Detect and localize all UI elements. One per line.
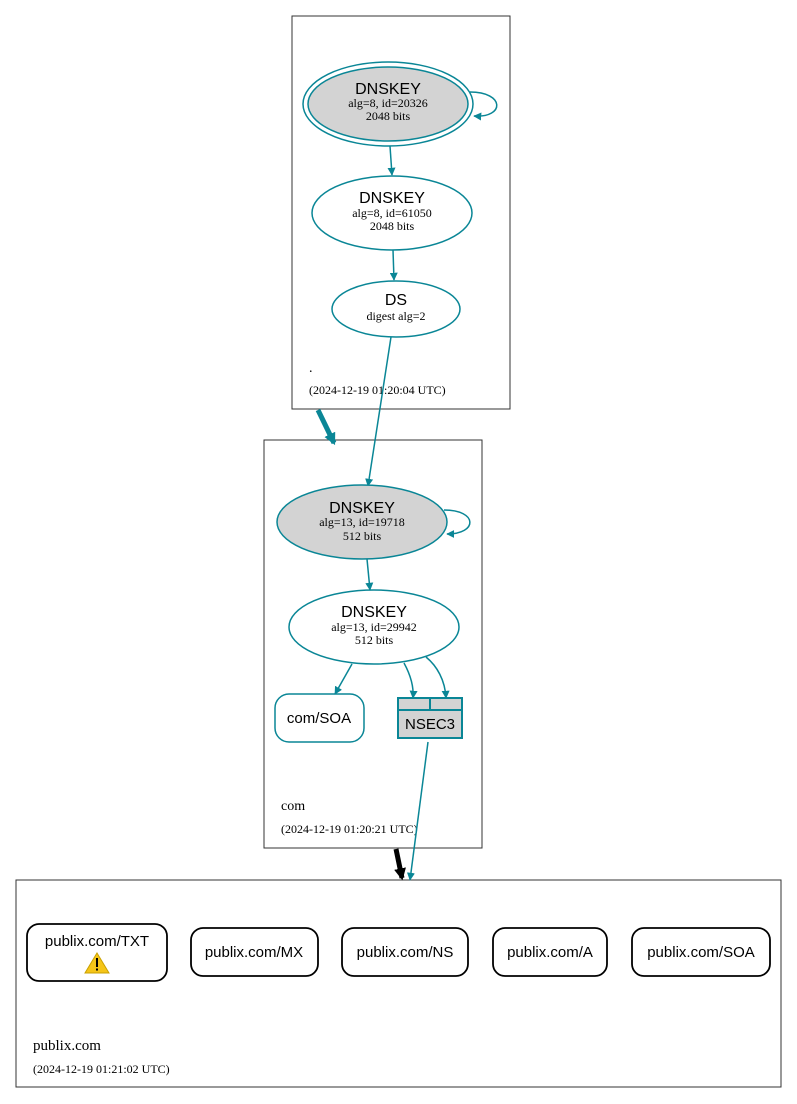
zone-publix-name: publix.com xyxy=(33,1038,101,1054)
root-ds-line1: digest alg=2 xyxy=(366,309,425,323)
com-soa-node[interactable]: com/SOA xyxy=(274,693,365,743)
delegation-root-to-com xyxy=(315,408,337,446)
com-nsec3-label: NSEC3 xyxy=(405,716,455,733)
rrset-a-label: publix.com/A xyxy=(507,944,593,961)
edge-root-ds-to-com-ksk xyxy=(365,336,392,487)
com-zsk-node[interactable]: DNSKEY alg=13, id=29942 512 bits xyxy=(288,589,460,665)
root-ds-node[interactable]: DS digest alg=2 xyxy=(331,280,461,338)
root-ds-title: DS xyxy=(385,292,407,309)
rrset-soa-label: publix.com/SOA xyxy=(647,944,755,961)
root-ksk-node[interactable]: DNSKEY alg=8, id=20326 2048 bits xyxy=(302,61,474,147)
com-nsec3-node[interactable]: NSEC3 xyxy=(397,697,463,739)
zone-com-timestamp: (2024-12-19 01:20:21 UTC) xyxy=(281,822,418,836)
zone-root-box xyxy=(291,15,511,410)
com-ksk-line1: alg=13, id=19718 xyxy=(319,515,405,529)
root-ksk-line2: 2048 bits xyxy=(366,109,411,123)
root-zsk-line2: 2048 bits xyxy=(370,219,415,233)
root-zsk-line1: alg=8, id=61050 xyxy=(352,206,432,220)
edge-nsec3-to-publix xyxy=(406,741,429,881)
root-ksk-line1: alg=8, id=20326 xyxy=(348,96,428,110)
rrset-a-node[interactable]: publix.com/A xyxy=(492,927,608,977)
delegation-com-to-publix xyxy=(393,848,406,881)
rrset-txt-label: publix.com/TXT xyxy=(45,933,149,950)
edge-com-zsk-to-nsec3-b xyxy=(425,656,450,699)
com-ksk-line2: 512 bits xyxy=(343,529,382,543)
rrset-mx-label: publix.com/MX xyxy=(205,944,303,961)
edge-com-zsk-to-soa xyxy=(334,663,353,695)
com-soa-label: com/SOA xyxy=(287,710,351,727)
zone-root-name: . xyxy=(309,361,313,376)
com-zsk-title: DNSKEY xyxy=(341,604,407,621)
rrset-soa-node[interactable]: publix.com/SOA xyxy=(631,927,771,977)
com-zsk-line2: 512 bits xyxy=(355,633,394,647)
zone-root-timestamp: (2024-12-19 01:20:04 UTC) xyxy=(309,383,446,397)
root-zsk-title: DNSKEY xyxy=(359,190,425,207)
root-ksk-selfsign-edge xyxy=(469,91,498,121)
edge-com-ksk-to-zsk xyxy=(365,558,374,591)
root-ksk-title: DNSKEY xyxy=(355,81,421,98)
zone-com-box xyxy=(263,439,483,849)
zone-com-name: com xyxy=(281,799,305,814)
edge-com-zsk-to-nsec3-a xyxy=(403,662,418,699)
zone-publix-box xyxy=(15,879,782,1088)
com-ksk-title: DNSKEY xyxy=(329,500,395,517)
com-ksk-node[interactable]: DNSKEY alg=13, id=19718 512 bits xyxy=(276,484,448,560)
warning-triangle-icon xyxy=(84,952,110,974)
rrset-txt-node[interactable]: publix.com/TXT xyxy=(26,923,168,982)
rrset-ns-node[interactable]: publix.com/NS xyxy=(341,927,469,977)
zone-publix-timestamp: (2024-12-19 01:21:02 UTC) xyxy=(33,1062,170,1076)
edge-root-ksk-to-zsk xyxy=(387,145,396,176)
rrset-ns-label: publix.com/NS xyxy=(357,944,454,961)
root-zsk-node[interactable]: DNSKEY alg=8, id=61050 2048 bits xyxy=(311,175,473,251)
com-zsk-line1: alg=13, id=29942 xyxy=(331,620,417,634)
com-ksk-selfsign-edge xyxy=(443,509,471,538)
rrset-mx-node[interactable]: publix.com/MX xyxy=(190,927,319,977)
edge-root-zsk-to-ds xyxy=(389,249,398,281)
